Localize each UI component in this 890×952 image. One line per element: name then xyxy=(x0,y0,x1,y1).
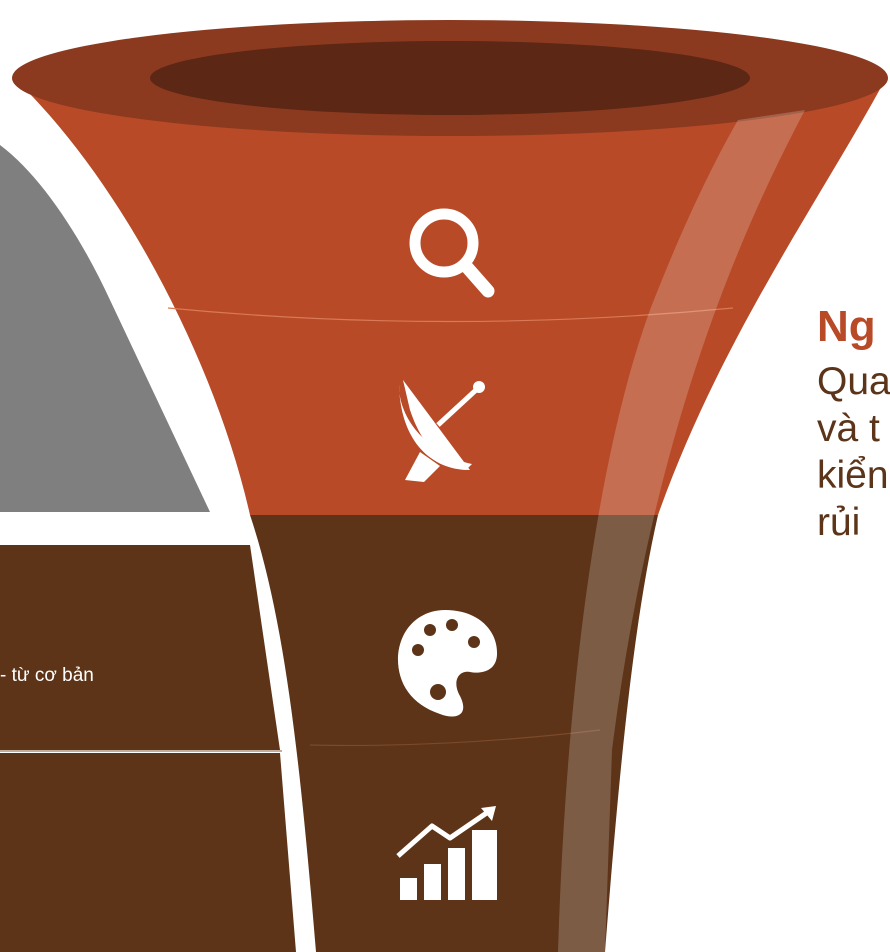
right-text-block: Ng Qua và t kiển rủi xyxy=(817,302,890,546)
right-body: Qua và t kiển rủi xyxy=(817,358,890,546)
right-line-3: kiển xyxy=(817,454,889,497)
left-brown-panel-upper xyxy=(0,545,280,750)
left-panel-text: - từ cơ bản xyxy=(0,665,94,686)
right-line-1: Qua xyxy=(817,360,890,403)
left-brown-panel-lower xyxy=(0,753,296,952)
funnel-lower-body xyxy=(250,515,658,952)
satellite-dish-icon xyxy=(398,380,485,482)
right-line-4: rủi xyxy=(817,501,861,544)
left-gray-panel xyxy=(0,145,210,512)
search-icon xyxy=(409,208,495,298)
funnel-band-line-1 xyxy=(167,307,734,323)
funnel-upper-body xyxy=(16,80,885,515)
growth-chart-icon xyxy=(396,806,497,900)
funnel-band-line-2 xyxy=(309,729,601,747)
right-line-2: và t xyxy=(817,407,880,450)
funnel-rim-inner xyxy=(150,41,750,115)
funnel-shine xyxy=(558,110,805,952)
palette-icon xyxy=(397,610,498,717)
right-title: Ng xyxy=(817,302,876,351)
